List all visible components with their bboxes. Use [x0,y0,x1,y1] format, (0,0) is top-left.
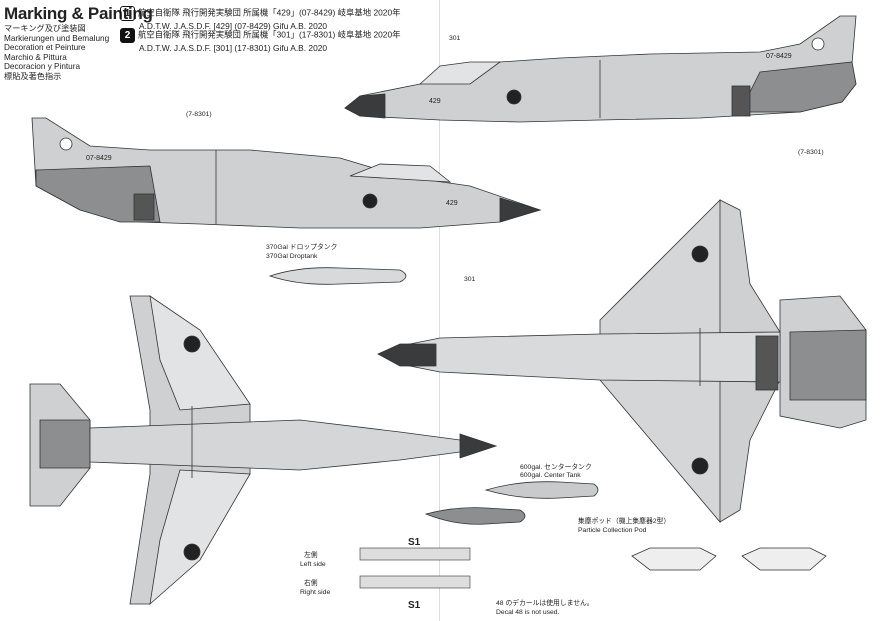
lang-es: Decoracion y Pintura [4,62,80,72]
pod-label-jp: 集塵ポッド（機上集塵器2型） [578,518,671,525]
left-side-profile [31,117,542,229]
language-list: マーキング及び塗装図 Markierungen und Bemalung Dec… [4,24,109,82]
droptank-label-en: 370Gal Droptank [266,253,318,260]
underside-view [29,295,498,606]
pod-diagrams [631,547,827,571]
ref-301-c: 301 [449,35,461,42]
s1-stencils [359,547,471,589]
centertank-label-2: 600gal. Center Tank [520,472,581,479]
centertank-label-1: 600gal. センタータンク [520,464,592,471]
centertank-illustration [484,481,599,499]
right-side-en: Right side [300,589,331,596]
droptank-label-jp: 370Gal ドロップタンク [266,244,338,251]
decal-note-jp: 48 のデカールは使用しません。 [496,600,594,607]
ref-301-b: (7-8301) [798,149,824,156]
top-view [377,199,867,524]
page-title: Marking & Painting [4,4,153,23]
pod-label-en: Particle Collection Pod [578,527,647,534]
lang-zh: 標貼及著色指示 [4,71,62,81]
decal-note-en: Decal 48 is not used. [496,609,560,616]
lang-fr: Decoration et Peinture [4,43,86,53]
ref-301-a: (7-8301) [186,111,212,118]
left-side-jp: 左側 [304,552,318,559]
tail-code-side: 07-8429 [86,155,112,162]
nose-number-upper: 429 [429,98,441,105]
version-1-en: A.D.T.W. J.A.S.D.F. [429] (07-8429) Gifu… [139,21,328,31]
version-2-en: A.D.T.W. J.A.S.D.F. [301] (17-8301) Gifu… [139,43,328,53]
left-side-en: Left side [300,561,326,568]
lang-it: Marchio & Pittura [4,52,67,62]
ref-301-d: 301 [464,276,476,283]
lang-jp: マーキング及び塗装図 [4,24,86,33]
right-side-jp: 右側 [304,580,318,587]
centertank-dark-illustration [424,507,526,525]
lang-de: Markierungen und Bemalung [4,33,110,43]
version-2-jp: 航空自衛隊 飛行開発実験団 所属機「301」(17-8301) 岐阜基地 202… [138,29,401,40]
nose-number-side: 429 [446,200,458,207]
upper-side-profile [344,15,857,123]
droptank-illustration [268,267,407,285]
s1-bottom: S1 [408,600,421,611]
s1-top: S1 [408,537,421,548]
page-fold [439,0,440,621]
tail-code-upper: 07-8429 [766,53,792,60]
version-1-jp: 航空自衛隊 飛行開発実験団 所属機「429」(07-8429) 岐阜基地 202… [138,7,401,18]
